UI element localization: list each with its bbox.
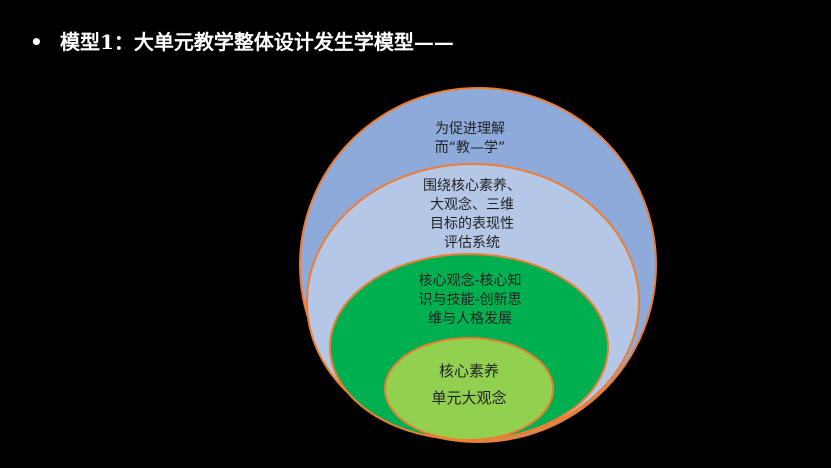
outer-label: 为促进理解 而“教—学” — [434, 121, 506, 156]
title-text: 模型1：大单元教学整体设计发生学模型—— — [60, 30, 454, 54]
second-label: 围绕核心素养、 大观念、三维 目标的表现性 评估系统 — [423, 178, 521, 251]
bullet: • — [30, 30, 43, 54]
inner-label: 核心素养 单元大观念 — [431, 362, 507, 407]
slide-title: • 模型1：大单元教学整体设计发生学模型—— — [30, 26, 454, 55]
inner-ellipse — [384, 337, 554, 441]
third-label: 核心观念-核心知 识与技能-创新思 维与人格发展 — [418, 273, 522, 327]
